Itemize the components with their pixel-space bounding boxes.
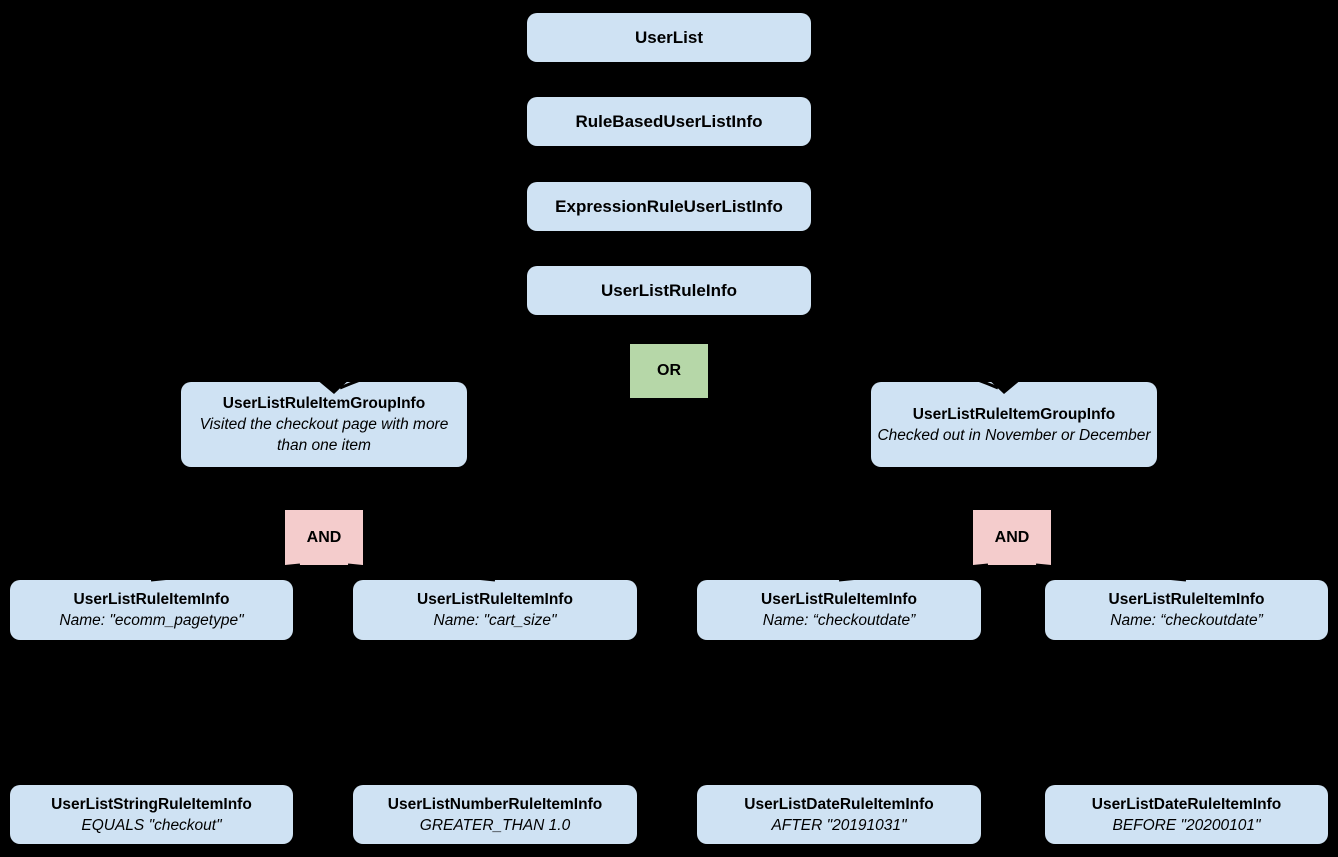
operator-and-right: AND xyxy=(973,510,1051,565)
node-title: UserListRuleItemInfo xyxy=(761,591,917,608)
node-title: UserListStringRuleItemInfo xyxy=(51,795,252,813)
operator-and-left: AND xyxy=(285,510,363,565)
node-dateruleitem-before: UserListDateRuleItemInfo BEFORE "2020010… xyxy=(1045,785,1328,844)
node-title: UserListRuleItemInfo xyxy=(417,591,573,608)
node-description: Checked out in November or December xyxy=(877,426,1151,444)
node-label: RuleBasedUserListInfo xyxy=(575,112,763,131)
node-ruleitem-checkoutdate-2: UserListRuleItemInfo Name: “checkoutdate… xyxy=(1045,580,1328,640)
node-title: UserListNumberRuleItemInfo xyxy=(387,795,603,813)
node-ruleitem-checkoutdate-1: UserListRuleItemInfo Name: “checkoutdate… xyxy=(697,580,981,640)
node-stringruleitem: UserListStringRuleItemInfo EQUALS "check… xyxy=(10,785,293,844)
node-userlistruleinfo: UserListRuleInfo xyxy=(527,266,811,315)
node-description: Name: "ecomm_pagetype" xyxy=(59,612,244,629)
node-description: Name: "cart_size" xyxy=(433,612,557,629)
node-title: UserListRuleItemInfo xyxy=(1108,591,1265,608)
node-description: Name: “checkoutdate” xyxy=(762,612,916,629)
node-userlist: UserList xyxy=(527,13,811,62)
node-description: GREATER_THAN 1.0 xyxy=(419,816,571,834)
node-rulebaseduserlistinfo: RuleBasedUserListInfo xyxy=(527,97,811,146)
node-ruleitemgroup-right: UserListRuleItemGroupInfo Checked out in… xyxy=(871,382,1157,467)
node-label: UserListRuleInfo xyxy=(600,281,738,300)
node-description: Name: “checkoutdate” xyxy=(1110,612,1263,629)
node-title: UserListDateRuleItemInfo xyxy=(1091,795,1282,813)
node-title: UserListRuleItemInfo xyxy=(73,591,230,608)
node-description: BEFORE "20200101" xyxy=(1112,816,1261,834)
node-numberruleitem: UserListNumberRuleItemInfo GREATER_THAN … xyxy=(353,785,637,844)
node-title: UserListRuleItemGroupInfo xyxy=(912,405,1116,423)
node-ruleitemgroup-left: UserListRuleItemGroupInfo Visited the ch… xyxy=(181,382,467,467)
node-label: UserList xyxy=(634,28,704,47)
node-title: UserListRuleItemGroupInfo xyxy=(222,395,426,412)
node-description: AFTER "20191031" xyxy=(771,816,907,834)
node-description: Visited the checkout page with more than… xyxy=(199,416,449,454)
node-ruleitem-ecomm-pagetype: UserListRuleItemInfo Name: "ecomm_pagety… xyxy=(10,580,293,640)
node-dateruleitem-after: UserListDateRuleItemInfo AFTER "20191031… xyxy=(697,785,981,844)
node-ruleitem-cart-size: UserListRuleItemInfo Name: "cart_size" xyxy=(353,580,637,640)
node-expressionruleuserlistinfo: ExpressionRuleUserListInfo xyxy=(527,182,811,231)
node-label: ExpressionRuleUserListInfo xyxy=(555,197,783,216)
operator-or: OR xyxy=(630,344,708,398)
node-title: UserListDateRuleItemInfo xyxy=(744,795,934,813)
node-description: EQUALS "checkout" xyxy=(81,816,222,834)
